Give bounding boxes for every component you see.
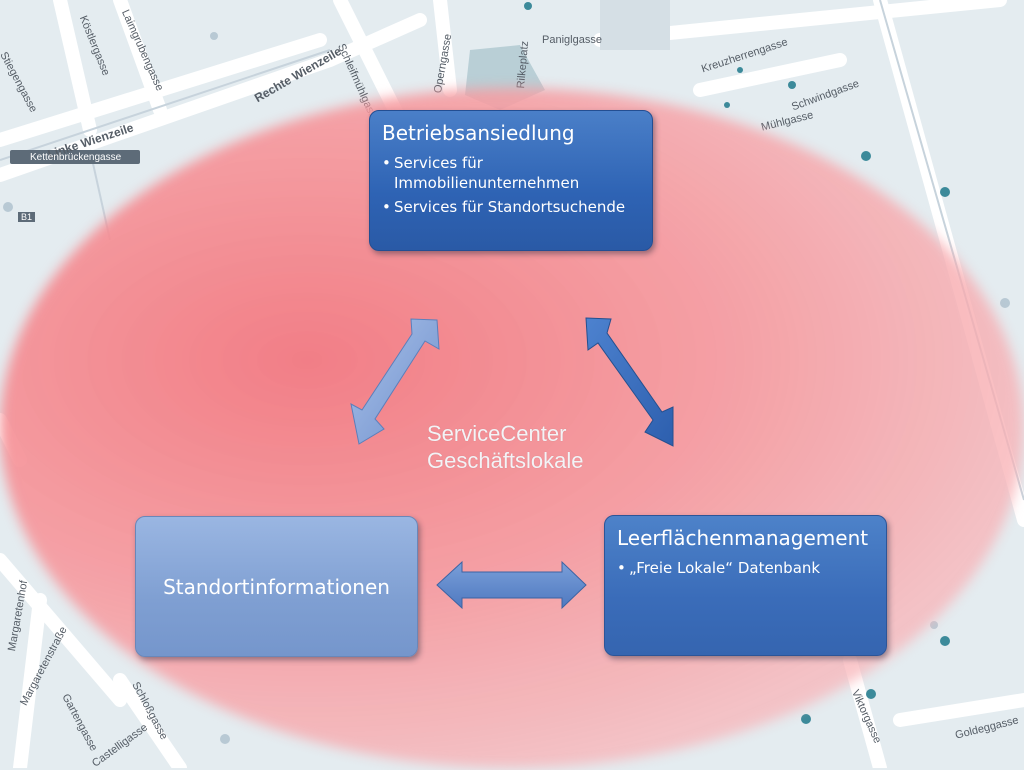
map-road-number: B1 — [18, 212, 36, 222]
bullet-item: „Freie Lokale“ Datenbank — [617, 558, 874, 578]
bullet-item: Services für Standortsuchende — [382, 197, 640, 217]
map-street-label: Kettenbrückengasse — [30, 152, 122, 163]
betriebsansiedlung-box: Betriebsansiedlung Services für Immobili… — [369, 110, 653, 251]
leerflaechenmanagement-box: Leerflächenmanagement „Freie Lokale“ Dat… — [604, 515, 887, 656]
double-arrow-top-right — [585, 317, 674, 447]
box-title: Leerflächenmanagement — [617, 526, 869, 550]
bullet-item: Services für Immobilienunternehmen — [382, 153, 640, 193]
double-arrow-top-left — [350, 318, 440, 445]
map-street-label: Paniglgasse — [542, 34, 602, 46]
bullet-list: Services für Immobilienunternehmen Servi… — [382, 153, 640, 217]
center-label: ServiceCenter Geschäftslokale — [427, 420, 584, 474]
box-title: Standortinformationen — [163, 574, 390, 599]
box-title: Betriebsansiedlung — [382, 121, 575, 145]
center-label-line: ServiceCenter — [427, 421, 567, 446]
center-label-line: Geschäftslokale — [427, 448, 584, 473]
bullet-list: „Freie Lokale“ Datenbank — [617, 558, 874, 578]
double-arrow-bottom — [436, 560, 587, 610]
standortinformationen-box: Standortinformationen — [135, 516, 418, 657]
